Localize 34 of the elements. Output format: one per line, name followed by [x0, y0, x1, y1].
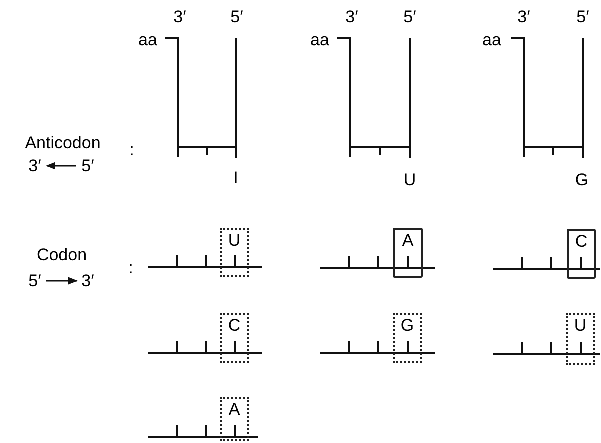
- base-letter: U: [573, 317, 588, 334]
- row-label: Anticodon: [25, 134, 101, 152]
- base-letter: U: [404, 172, 416, 188]
- solid-frame: [567, 229, 596, 279]
- end-label: aa: [482, 32, 502, 48]
- dotted-frame: [220, 397, 249, 441]
- end-label: 3′: [174, 8, 186, 26]
- base-letter: G: [400, 317, 416, 334]
- end-label: 5′: [230, 8, 244, 26]
- dotted-frame: [220, 228, 249, 277]
- dotted-frame: [566, 313, 595, 365]
- base-letter: G: [575, 172, 589, 188]
- base-letter: C: [574, 233, 589, 250]
- end-label: 3′: [346, 8, 358, 26]
- base-letter: A: [228, 401, 242, 418]
- end-label: 3′: [28, 158, 42, 174]
- end-label: 3′: [518, 8, 530, 26]
- end-label: 5′: [28, 272, 42, 290]
- end-label: 5′: [404, 8, 416, 26]
- base-letter: C: [227, 317, 242, 334]
- end-label: 5′: [82, 158, 94, 174]
- separator: :: [130, 142, 134, 158]
- end-label: aa: [138, 32, 158, 48]
- end-label: 5′: [576, 8, 590, 26]
- dotted-frame: [220, 313, 249, 363]
- end-label: aa: [310, 32, 330, 48]
- dotted-frame: [393, 313, 422, 363]
- base-letter: A: [401, 232, 415, 249]
- separator: :: [128, 260, 134, 276]
- row-label: Codon: [36, 246, 88, 264]
- base-letter: U: [227, 232, 242, 249]
- end-label: 3′: [82, 272, 94, 290]
- solid-frame: [393, 228, 423, 278]
- base-letter: I: [234, 170, 238, 186]
